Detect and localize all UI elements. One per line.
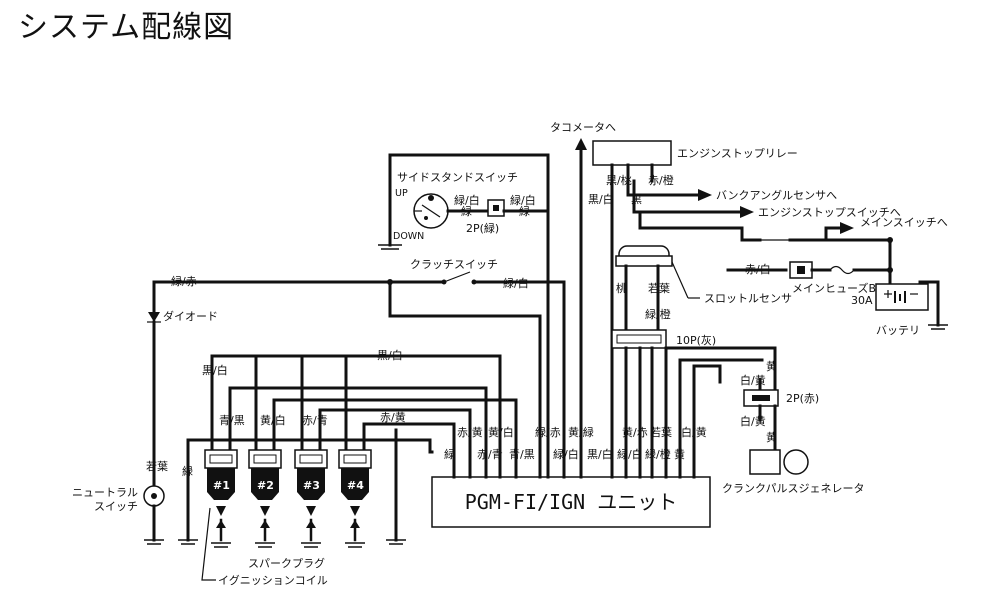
conn-10p-label: 10P(灰) bbox=[676, 333, 716, 347]
wire-label: 白/黄 bbox=[740, 373, 766, 387]
neutral-switch-symbol bbox=[143, 485, 165, 507]
spark-plug-3 bbox=[301, 506, 321, 548]
up-label: UP bbox=[395, 188, 408, 199]
stop-switch-arrow bbox=[740, 206, 754, 218]
wire-label: 黄/白 bbox=[488, 425, 514, 439]
wire-label: 桃 bbox=[616, 281, 627, 295]
wire-label: 白/黄 bbox=[740, 414, 766, 428]
wire-label: 緑 bbox=[519, 204, 530, 218]
crank-pulse-symbol bbox=[749, 449, 809, 475]
wire-label: 黄/赤 bbox=[622, 425, 648, 439]
spark-plug-1 bbox=[211, 506, 231, 548]
ignition-coil-3 bbox=[294, 449, 328, 500]
wire-label: 赤/橙 bbox=[648, 173, 674, 187]
fuse-rating-label: 30A bbox=[851, 294, 873, 307]
neutral-switch-label: スイッチ bbox=[94, 500, 138, 513]
wire-label: 緑/白 bbox=[553, 447, 579, 461]
page-title: システム配線図 bbox=[18, 10, 235, 45]
wire-label: 赤/青 bbox=[477, 448, 503, 461]
ecu-label: PGM-FI/IGN ユニット bbox=[465, 490, 677, 514]
neutral-switch-label: ニュートラル bbox=[72, 486, 138, 499]
wire-label: 黒/桃 bbox=[606, 173, 632, 187]
down-label: DOWN bbox=[393, 231, 424, 242]
wire-label: 赤/黄 bbox=[380, 410, 406, 424]
wire-label: 緑/白 bbox=[510, 193, 536, 207]
wire-label: 黒/白 bbox=[588, 192, 614, 206]
wire-label: 黒/白 bbox=[377, 348, 403, 362]
battery-label: バッテリ bbox=[876, 324, 920, 337]
wire-label: 黄/緑 bbox=[568, 425, 594, 439]
conn-2p-red-label: 2P(赤) bbox=[786, 392, 819, 405]
crank-pulse-label: クランクパルスジェネレータ bbox=[722, 482, 864, 495]
wire-label: 緑/橙 bbox=[645, 447, 671, 461]
wire-label: 緑/橙 bbox=[645, 307, 671, 321]
wire-label: 若葉 bbox=[648, 281, 670, 295]
wire-label: 赤/青 bbox=[302, 414, 328, 427]
wire-label: 黒/白 bbox=[587, 447, 613, 461]
main-fuse-label: メインヒューズB bbox=[792, 281, 876, 295]
stop-relay-box bbox=[592, 140, 672, 166]
stop-switch-label: エンジンストップスイッチへ bbox=[758, 206, 901, 219]
clutch-switch-label: クラッチスイッチ bbox=[410, 258, 498, 271]
wire-label: 緑/赤 bbox=[535, 425, 561, 439]
cyl-label: #3 bbox=[303, 479, 320, 492]
stop-relay-label: エンジンストップリレー bbox=[677, 147, 798, 160]
wire-label: 緑 bbox=[444, 447, 455, 461]
wire-label: 黒/白 bbox=[202, 363, 228, 377]
ecu-box bbox=[431, 476, 711, 528]
wire-label: 黒 bbox=[631, 193, 642, 206]
tacho-label: タコメータへ bbox=[550, 121, 616, 134]
battery-symbol bbox=[875, 283, 929, 311]
wire-label: 黄 bbox=[766, 359, 777, 373]
ignition-coil-1 bbox=[204, 449, 238, 500]
bank-sensor-label: バンクアングルセンサへ bbox=[716, 188, 837, 202]
wire-label: 緑 bbox=[182, 464, 193, 478]
wire-label: 緑/白 bbox=[454, 193, 480, 207]
tacho-arrow bbox=[575, 138, 587, 479]
wire-label: 赤/黄 bbox=[457, 425, 483, 439]
conn-2p-green-label: 2P(緑) bbox=[466, 221, 499, 235]
wire-label: 緑 bbox=[461, 204, 472, 218]
side-stand-switch-symbol bbox=[413, 193, 449, 229]
ground-symbol bbox=[178, 539, 198, 545]
wire-label: 若葉 bbox=[650, 425, 672, 439]
wire-label: 緑/白 bbox=[617, 447, 643, 461]
wire-label: 緑/赤 bbox=[171, 274, 197, 288]
ground-symbol bbox=[928, 324, 948, 330]
ground-symbol bbox=[144, 539, 164, 545]
conn-10p bbox=[611, 329, 667, 349]
spark-plug-4 bbox=[345, 506, 365, 548]
cyl-label: #1 bbox=[213, 479, 230, 492]
main-switch-label: メインスイッチへ bbox=[860, 216, 948, 229]
wire-label: 青/黒 bbox=[219, 414, 245, 427]
cyl-label: #2 bbox=[257, 479, 274, 492]
wire-label: 黄/白 bbox=[260, 413, 286, 427]
wire-label: 黄 bbox=[674, 447, 685, 461]
fuse-element bbox=[829, 265, 855, 275]
diode-symbol bbox=[148, 312, 160, 322]
side-stand-label: サイドスタンドスイッチ bbox=[397, 171, 518, 184]
ignition-coil-label: イグニッションコイル bbox=[218, 573, 328, 587]
cyl-label: #4 bbox=[347, 479, 364, 492]
main-switch-arrow bbox=[840, 222, 854, 234]
spark-plug-label: スパークプラグ bbox=[248, 556, 325, 570]
ignition-coil-4 bbox=[338, 449, 372, 500]
ignition-coil-2 bbox=[248, 449, 282, 500]
wire-label: 赤/白 bbox=[745, 262, 771, 276]
wire-label: 青/黒 bbox=[509, 448, 535, 461]
wire-label: 黄 bbox=[766, 430, 777, 444]
bank-sensor-arrow bbox=[698, 189, 712, 201]
spark-plug-2 bbox=[255, 506, 275, 548]
ground-symbol bbox=[386, 539, 406, 545]
throttle-sensor-label: スロットルセンサ bbox=[704, 292, 792, 305]
ground-symbol bbox=[378, 244, 402, 250]
wire-label: 若葉 bbox=[146, 459, 168, 473]
diode-label: ダイオード bbox=[163, 309, 218, 323]
wire-label: 緑/白 bbox=[503, 276, 529, 290]
wire-label: 白/黄 bbox=[681, 425, 707, 439]
